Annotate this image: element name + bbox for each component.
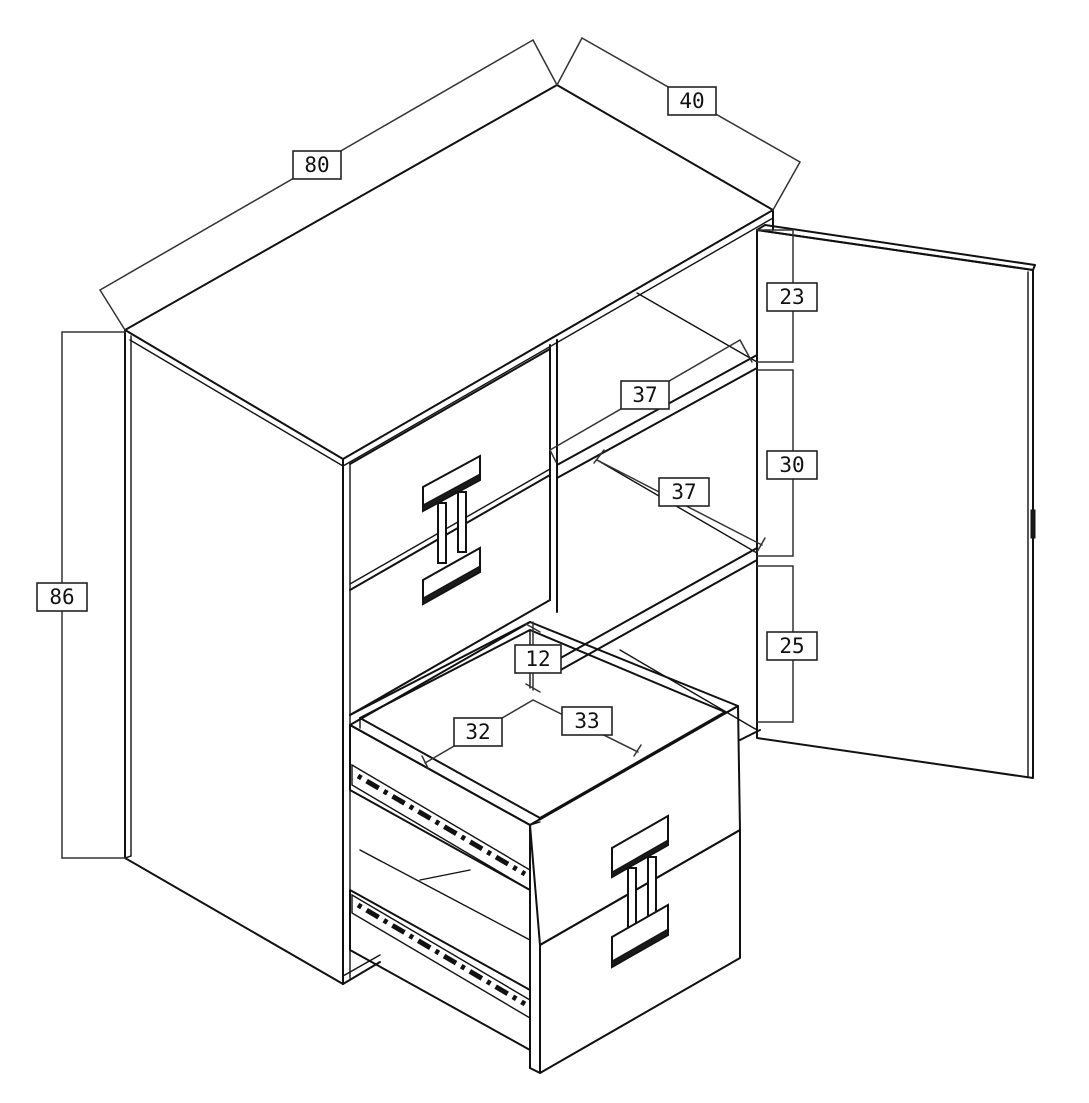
dimension-label-drawer-height: 12 bbox=[514, 644, 562, 674]
dimension-label-depth: 40 bbox=[667, 86, 717, 116]
dimension-label-shelf-depth-lower: 37 bbox=[658, 477, 710, 507]
drawer-front-bottom bbox=[539, 829, 741, 1074]
dimension-label-shelf-depth-upper: 37 bbox=[620, 380, 670, 410]
svg-text:40: 40 bbox=[679, 89, 704, 113]
cabinet-left-side bbox=[124, 329, 344, 985]
svg-text:86: 86 bbox=[49, 585, 74, 609]
svg-text:33: 33 bbox=[574, 709, 599, 733]
svg-text:32: 32 bbox=[465, 720, 490, 744]
dimension-label-shelf-top-gap: 23 bbox=[766, 282, 818, 312]
dimension-label-drawer-width: 32 bbox=[453, 717, 503, 747]
dimension-label-height: 86 bbox=[36, 582, 88, 612]
door-panel bbox=[756, 229, 1034, 779]
upper-drawers bbox=[349, 348, 551, 716]
drawer-handle-icon bbox=[611, 814, 669, 969]
svg-text:25: 25 bbox=[779, 634, 804, 658]
open-door bbox=[756, 224, 1036, 779]
drawer-interior bbox=[359, 629, 726, 819]
cabinet-top bbox=[124, 84, 774, 460]
svg-text:12: 12 bbox=[525, 647, 550, 671]
svg-text:37: 37 bbox=[632, 383, 657, 407]
dimension-label-shelf-middle-gap: 30 bbox=[766, 450, 818, 480]
dimension-label-drawer-depth: 33 bbox=[561, 706, 613, 736]
dimension-label-width: 80 bbox=[292, 150, 342, 180]
dimension-label-shelf-bottom-gap: 25 bbox=[766, 631, 818, 661]
shelf-upper bbox=[556, 354, 758, 479]
svg-text:37: 37 bbox=[671, 480, 696, 504]
pulled-drawers bbox=[349, 621, 741, 1074]
svg-text:80: 80 bbox=[304, 153, 329, 177]
svg-text:30: 30 bbox=[779, 453, 804, 477]
dimension-labels: 80 40 86 23 30 25 37 37 bbox=[36, 86, 818, 747]
drawer-handle-icon bbox=[422, 454, 481, 606]
drawer-rail-icon bbox=[351, 763, 531, 1020]
svg-text:23: 23 bbox=[779, 285, 804, 309]
